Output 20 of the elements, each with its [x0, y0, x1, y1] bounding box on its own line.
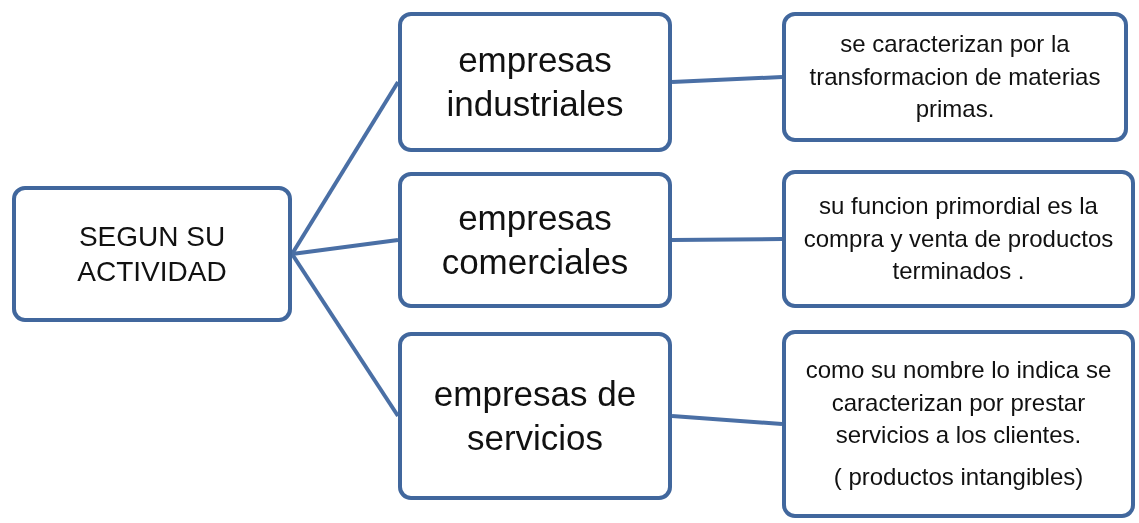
box-text: SEGUN SU ACTIVIDAD — [76, 220, 228, 289]
box-text: empresas de servicios — [432, 373, 638, 459]
category-box — [398, 332, 672, 500]
connector-line — [671, 414, 783, 426]
description-box — [782, 12, 1128, 142]
category-box — [398, 12, 672, 152]
connector-line — [290, 252, 400, 418]
category-box — [398, 172, 672, 308]
box-text: se caracterizan por la transformacion de materias primas. — [808, 29, 1102, 125]
box-text: como su nombre lo indica se caracterizan por prestar servicios a los clientes. — [804, 355, 1113, 450]
box-text: empresas comerciales — [440, 197, 630, 283]
box-text: ( productos intangibles) — [833, 462, 1084, 493]
description-box — [782, 330, 1135, 518]
connector-line — [291, 238, 399, 256]
connector-line — [671, 75, 783, 84]
box-text: empresas industriales — [445, 39, 625, 125]
box-text: su funcion primordial es la compra y venta de productos terminados . — [802, 191, 1115, 287]
category-box — [12, 186, 292, 322]
connector-line — [671, 237, 783, 242]
description-box — [782, 170, 1135, 308]
